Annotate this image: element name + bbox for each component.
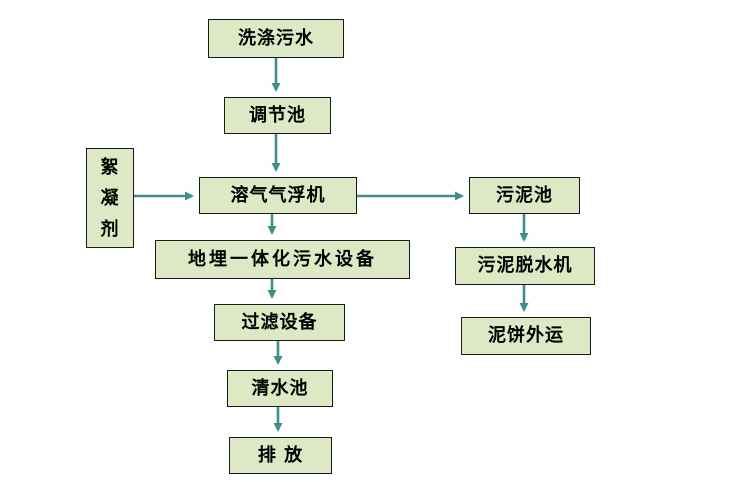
node-buried-integrated-equipment: 地埋一体化污水设备 (155, 240, 410, 279)
node-label: 污泥池 (496, 184, 553, 206)
node-sludge-tank: 污泥池 (469, 177, 580, 214)
node-label: 洗涤污水 (238, 27, 314, 49)
node-daf-machine: 溶气气浮机 (199, 177, 357, 214)
node-label: 污泥脱水机 (477, 255, 573, 277)
node-label: 溶气气浮机 (230, 184, 326, 206)
node-flocculant: 絮凝剂 (86, 148, 134, 248)
node-discharge: 排 放 (229, 437, 332, 474)
node-mud-cake-transport: 泥饼外运 (461, 317, 591, 355)
node-label: 过滤设备 (241, 311, 318, 333)
node-label: 排 放 (257, 444, 304, 466)
node-washing-wastewater: 洗涤污水 (208, 19, 344, 58)
node-sludge-dewatering: 污泥脱水机 (455, 247, 595, 285)
node-label: 泥饼外运 (488, 325, 564, 347)
node-label: 地埋一体化污水设备 (188, 248, 377, 270)
node-regulating-tank: 调节池 (224, 97, 331, 134)
node-label: 絮凝剂 (100, 156, 120, 240)
node-filter-equipment: 过滤设备 (214, 304, 345, 341)
node-clean-water-tank: 清水池 (227, 370, 333, 407)
node-label: 调节池 (249, 104, 306, 126)
node-label: 清水池 (251, 377, 309, 399)
